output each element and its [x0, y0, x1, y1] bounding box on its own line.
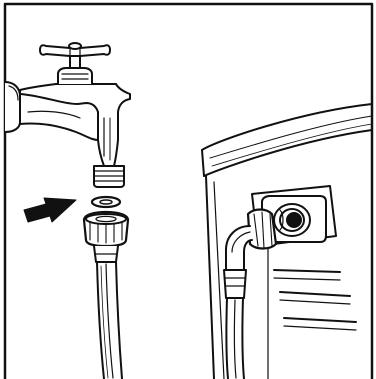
direction-arrow — [24, 198, 76, 222]
washer — [92, 197, 120, 207]
hose-connector — [84, 212, 128, 262]
wall-tap — [5, 43, 130, 187]
appliance-hose — [226, 298, 244, 379]
hose — [97, 262, 122, 379]
